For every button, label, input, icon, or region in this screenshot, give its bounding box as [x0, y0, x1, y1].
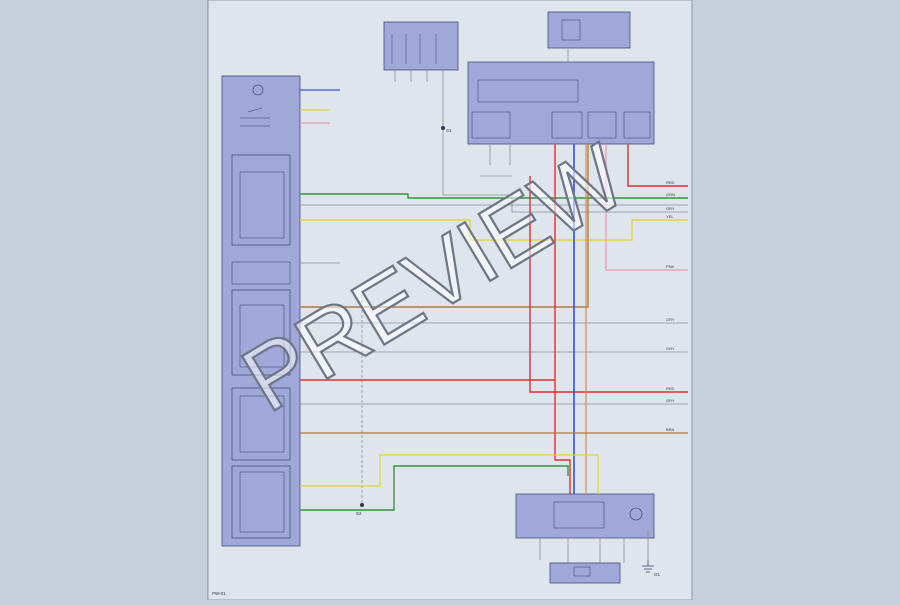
splice-top-label: S1: [446, 128, 452, 133]
svg-text:GRY: GRY: [666, 206, 675, 211]
sheet-code: PW-01: [212, 591, 226, 596]
svg-text:RED: RED: [666, 180, 675, 185]
svg-text:BRN: BRN: [666, 427, 675, 432]
wire-yellow: [300, 219, 688, 241]
power-window-switch-module: [221, 75, 301, 547]
top-right-fuse: [547, 11, 631, 49]
wire-red-main: [300, 144, 571, 494]
svg-text:GRY: GRY: [666, 346, 675, 351]
wire-pink-right: [605, 144, 688, 271]
wire-green-lower: [300, 465, 569, 511]
ground-label: G1: [654, 572, 661, 577]
svg-text:YEL: YEL: [666, 214, 674, 219]
splice-bottom-label: S2: [356, 511, 362, 516]
svg-text:GRY: GRY: [666, 398, 675, 403]
wire-red-long: [529, 176, 688, 393]
splice-dot-bottom: [360, 503, 364, 507]
wire-end-labels: RED GRN GRY YEL PNK GRY GRY RED GRY BRN: [666, 180, 675, 432]
svg-text:RED: RED: [666, 386, 675, 391]
svg-text:GRY: GRY: [666, 317, 675, 322]
ground-symbol: [642, 560, 654, 573]
wire-yellow-lower: [300, 454, 599, 494]
svg-text:GRN: GRN: [666, 192, 675, 197]
power-window-relay-box: [467, 61, 655, 145]
wire-red-right: [627, 144, 688, 187]
svg-text:PNK: PNK: [666, 264, 675, 269]
wire-green: [300, 193, 688, 199]
door-window-motor-module: [515, 493, 655, 539]
bottom-motor-connector: [549, 562, 621, 584]
wire-brown: [300, 144, 589, 308]
splice-dot-top: [441, 126, 445, 130]
top-fuse-block: [383, 21, 459, 71]
